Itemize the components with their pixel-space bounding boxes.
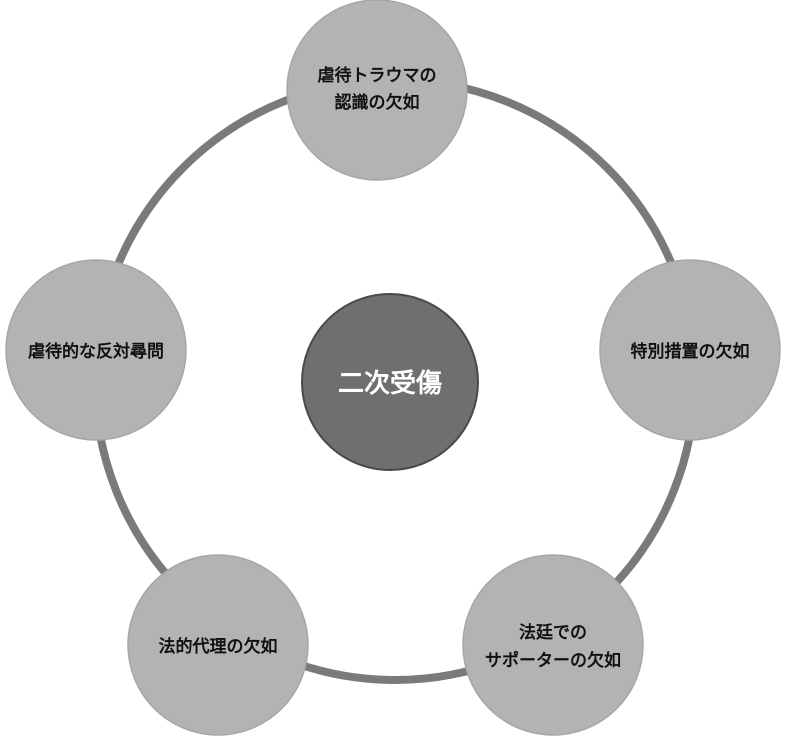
node-label-line: 法廷での xyxy=(519,622,587,643)
node-label-line: サポーターの欠如 xyxy=(485,650,621,671)
node-circle xyxy=(127,554,309,736)
node-top: 虐待トラウマの 認識の欠如 xyxy=(286,0,468,181)
node-right: 特別措置の欠如 xyxy=(599,259,781,441)
node-label-line: 認識の欠如 xyxy=(335,92,420,113)
node-bottom-left: 法的代理の欠如 xyxy=(127,554,309,736)
node-label-line: 法的代理の欠如 xyxy=(159,636,278,657)
node-label-line: 虐待的な反対尋問 xyxy=(28,341,164,362)
center-circle xyxy=(301,293,479,471)
node-circle xyxy=(599,259,781,441)
center-label: 二次受傷 xyxy=(338,368,442,399)
node-circle xyxy=(462,554,644,736)
node-circle xyxy=(286,0,468,181)
node-left: 虐待的な反対尋問 xyxy=(5,259,187,441)
node-label-line: 虐待トラウマの xyxy=(318,65,437,86)
node-bottom-right: 法廷での サポーターの欠如 xyxy=(462,554,644,736)
node-label-line: 特別措置の欠如 xyxy=(631,341,750,362)
node-circle xyxy=(5,259,187,441)
